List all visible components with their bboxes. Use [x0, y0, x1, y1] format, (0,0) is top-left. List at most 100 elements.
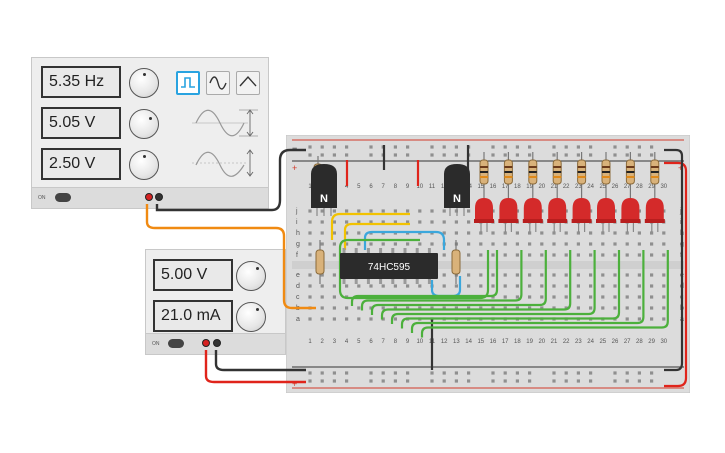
column-number-top: 21: [551, 184, 558, 190]
row-letter-left: c: [296, 294, 300, 301]
column-number-bottom: 14: [465, 339, 472, 345]
green-wire[interactable]: [400, 250, 621, 329]
led[interactable]: [547, 198, 568, 232]
green-wire[interactable]: [410, 250, 645, 333]
row-letter-left: j: [295, 208, 298, 215]
triangle-wave-button[interactable]: [236, 71, 260, 95]
led-resistor[interactable]: [503, 152, 513, 198]
led-resistor[interactable]: [650, 152, 660, 198]
column-number-top: 9: [406, 184, 410, 190]
offset-knob[interactable]: [129, 150, 159, 180]
fg-signal-wire[interactable]: [145, 204, 316, 310]
wire-yellow-2[interactable]: [343, 222, 410, 250]
column-number-top: 5: [357, 184, 361, 190]
transistor-1-label: N: [320, 193, 328, 205]
column-number-bottom: 21: [551, 339, 558, 345]
column-number-top: 27: [624, 184, 631, 190]
green-wire[interactable]: [338, 250, 490, 300]
led[interactable]: [498, 198, 519, 232]
current-value: 21.0 mA: [161, 307, 221, 324]
led[interactable]: [644, 198, 665, 232]
column-number-top: 28: [636, 184, 643, 190]
row-letter-left: d: [296, 283, 300, 290]
column-number-bottom: 16: [490, 339, 497, 345]
green-wire[interactable]: [420, 250, 669, 338]
sine-wave-button[interactable]: [206, 71, 230, 95]
ps-power-switch[interactable]: [168, 339, 184, 348]
amplitude-display: 5.05 V: [41, 107, 121, 139]
fg-ground-wire[interactable]: [155, 148, 306, 212]
green-wire[interactable]: [390, 250, 596, 324]
column-number-bottom: 13: [453, 339, 460, 345]
led-resistor[interactable]: [625, 152, 635, 198]
led-array: [474, 152, 665, 232]
column-number-top: 8: [394, 184, 398, 190]
column-number-bottom: 10: [416, 339, 423, 345]
resistor-3[interactable]: [451, 240, 461, 284]
column-number-top: 19: [526, 184, 533, 190]
column-number-bottom: 28: [636, 339, 643, 345]
green-wire[interactable]: [370, 250, 547, 315]
square-wave-button[interactable]: [176, 71, 200, 95]
led[interactable]: [596, 198, 616, 232]
led[interactable]: [620, 198, 641, 232]
ps-negative-wire[interactable]: [214, 350, 306, 372]
led[interactable]: [522, 198, 543, 232]
amplitude-knob[interactable]: [129, 109, 159, 139]
transistor-2[interactable]: N: [444, 164, 470, 216]
wire-black-right[interactable]: [664, 148, 684, 372]
green-wire[interactable]: [360, 250, 523, 311]
column-number-top: 23: [575, 184, 582, 190]
led-resistor[interactable]: [479, 152, 489, 198]
shift-register-chip[interactable]: 74HC595: [340, 248, 438, 284]
column-number-top: 16: [490, 184, 497, 190]
led-resistor[interactable]: [528, 152, 538, 198]
green-wire[interactable]: [380, 250, 572, 320]
current-display: 21.0 mA: [153, 300, 233, 332]
column-number-bottom: 27: [624, 339, 631, 345]
row-letter-left: a: [296, 316, 300, 323]
led-resistor[interactable]: [552, 152, 562, 198]
ps-positive-terminal[interactable]: [202, 339, 210, 347]
led-resistor[interactable]: [577, 152, 587, 198]
column-number-bottom: 4: [345, 339, 349, 345]
resistor-2[interactable]: [315, 240, 325, 284]
transistor-1[interactable]: N: [311, 164, 337, 216]
offset-value: 2.50 V: [49, 155, 96, 172]
column-number-bottom: 1: [308, 339, 312, 345]
led[interactable]: [474, 198, 494, 232]
column-number-bottom: 7: [382, 339, 386, 345]
led-resistor[interactable]: [601, 152, 611, 198]
row-letter-right: j: [679, 208, 682, 215]
frequency-knob[interactable]: [129, 68, 159, 98]
row-letter-left: f: [296, 252, 298, 259]
fg-power-switch[interactable]: [55, 193, 71, 202]
chip-pins: [342, 248, 431, 284]
top-minus-sign: −: [292, 143, 297, 153]
column-number-bottom: 2: [321, 339, 325, 345]
current-knob[interactable]: [236, 302, 266, 332]
column-number-bottom: 9: [406, 339, 410, 345]
square-wave-icon: [181, 77, 195, 88]
column-number-top: 25: [599, 184, 606, 190]
column-number-top: 18: [514, 184, 521, 190]
voltage-knob[interactable]: [236, 261, 266, 291]
ps-power-label: ON: [152, 341, 160, 347]
row-letter-left: h: [296, 230, 300, 237]
ps-positive-wire[interactable]: [204, 350, 306, 384]
fg-positive-terminal[interactable]: [145, 193, 153, 201]
ps-negative-terminal[interactable]: [213, 339, 221, 347]
wire-blue-1[interactable]: [363, 230, 446, 250]
column-number-top: 15: [477, 184, 484, 190]
column-number-bottom: 26: [612, 339, 619, 345]
row-letter-left: g: [296, 241, 300, 248]
fg-negative-terminal[interactable]: [155, 193, 163, 201]
green-wire[interactable]: [338, 238, 420, 290]
green-wire[interactable]: [350, 250, 499, 306]
column-number-bottom: 25: [599, 339, 606, 345]
led[interactable]: [571, 198, 592, 232]
column-number-bottom: 29: [648, 339, 655, 345]
wire-yellow-1[interactable]: [330, 212, 410, 240]
column-number-top: 4: [345, 184, 349, 190]
